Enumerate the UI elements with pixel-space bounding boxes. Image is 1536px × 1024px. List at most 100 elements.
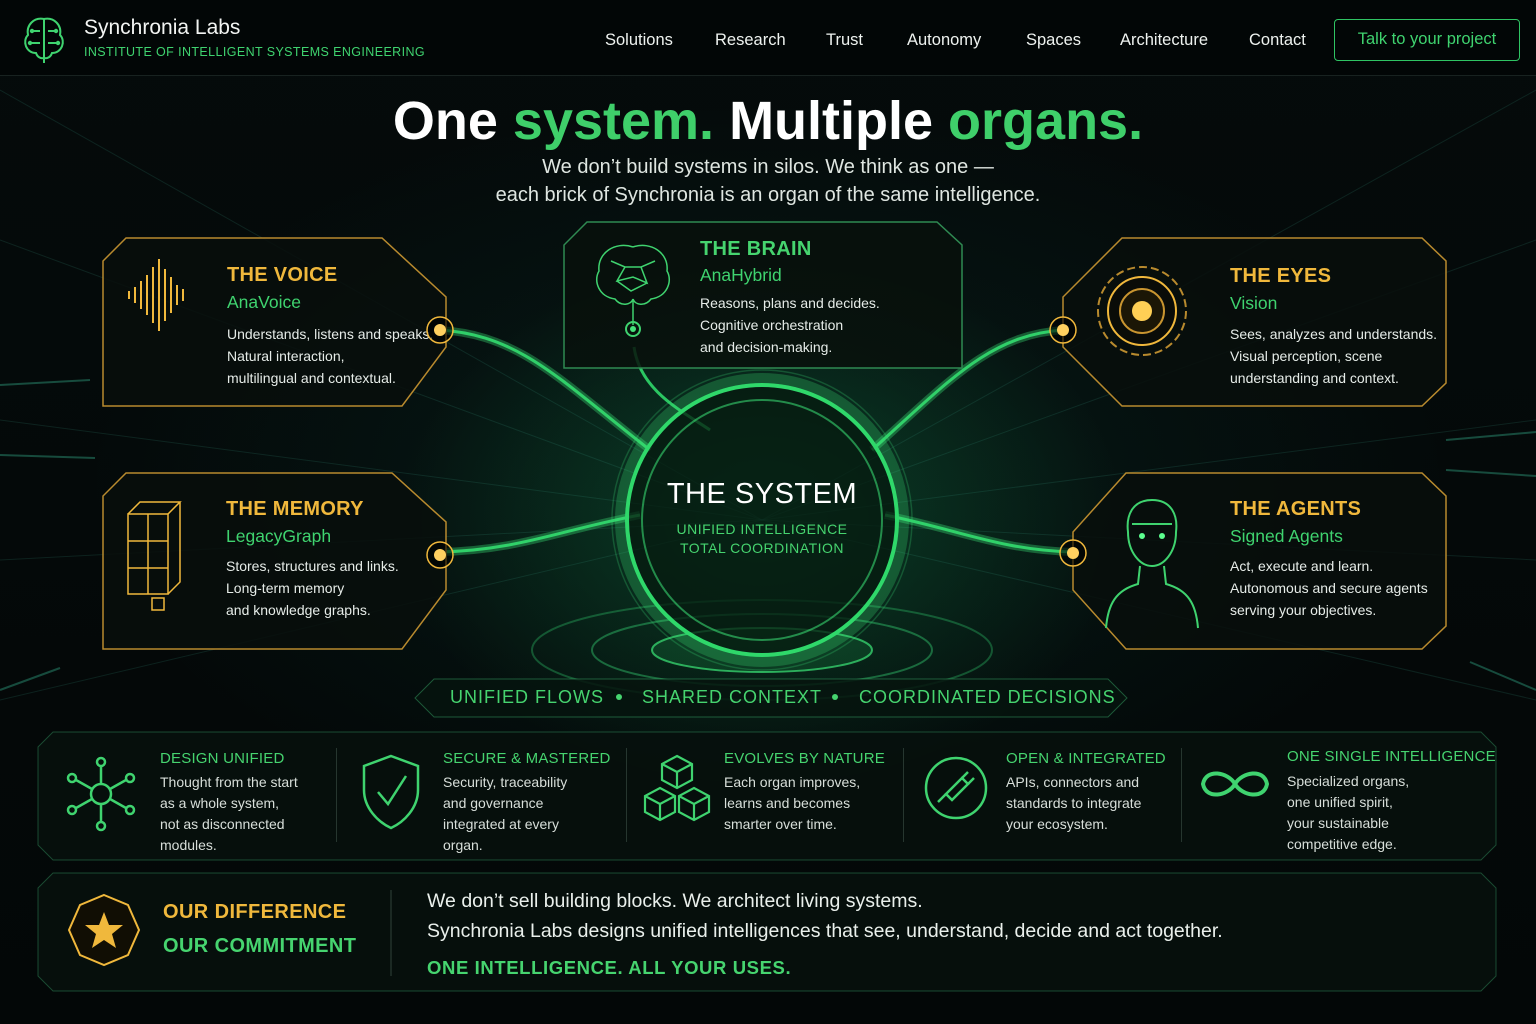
card-product: Signed Agents — [1230, 526, 1343, 546]
soundwave-icon — [128, 259, 184, 331]
card-desc-line: Natural interaction, — [227, 348, 345, 364]
feature-desc-line: not as disconnected — [160, 816, 285, 832]
feature-desc-line: your sustainable — [1287, 815, 1389, 831]
feature-desc: APIs, connectors and standards to integr… — [1006, 772, 1141, 835]
card-frame — [102, 237, 447, 407]
card-desc: Understands, listens and speaks. Natural… — [227, 323, 433, 389]
card-product: AnaHybrid — [700, 265, 782, 285]
talk-to-project-button[interactable]: Talk to your project — [1334, 19, 1520, 61]
nav-autonomy[interactable]: Autonomy — [907, 31, 982, 49]
feature-desc-line: standards to integrate — [1006, 795, 1142, 811]
flow-separator — [616, 694, 622, 700]
nav-trust[interactable]: Trust — [826, 31, 863, 49]
card-frame — [1062, 237, 1447, 407]
commitment-panel — [37, 872, 1497, 992]
card-title: THE VOICE — [227, 264, 338, 286]
feature-desc-line: your ecosystem. — [1006, 816, 1108, 832]
feature-desc-line: integrated at every — [443, 816, 559, 832]
flows-banner-frame — [414, 678, 1128, 718]
feature-desc-line: modules. — [160, 837, 217, 853]
card-desc-line: Long-term memory — [226, 580, 345, 596]
feature-desc-line: and governance — [443, 795, 544, 811]
feature-desc-line: as a whole system, — [160, 795, 280, 811]
nav-spaces[interactable]: Spaces — [1026, 31, 1082, 49]
card-desc-line: Sees, analyzes and understands. — [1230, 326, 1438, 342]
flow-label: COORDINATED DECISIONS — [859, 687, 1116, 707]
feature-title: DESIGN UNIFIED — [160, 750, 285, 767]
hero-title-part: One — [392, 91, 513, 151]
system-core-rings — [531, 369, 993, 701]
feature-title: EVOLVES BY NATURE — [724, 750, 885, 767]
nav-contact[interactable]: Contact — [1249, 31, 1306, 49]
flow-label: SHARED CONTEXT — [642, 687, 823, 707]
card-desc-line: serving your objectives. — [1230, 602, 1377, 618]
feature-desc-line: APIs, connectors and — [1006, 774, 1140, 790]
card-desc-line: Understands, listens and speaks. — [227, 326, 434, 342]
card-desc-line: understanding and context. — [1230, 370, 1399, 386]
card-desc-line: Autonomous and secure agents — [1230, 580, 1428, 596]
hero-title-part: system. — [512, 91, 715, 151]
network-icon — [66, 756, 136, 832]
organ-card-agents[interactable]: THE AGENTS Signed Agents Act, execute an… — [1072, 472, 1447, 650]
infinity-icon — [1200, 771, 1270, 797]
card-desc-line: Reasons, plans and decides. — [700, 295, 880, 311]
system-title: THE SYSTEM — [666, 478, 858, 510]
feature-desc-line: Security, traceability — [443, 774, 568, 790]
feature-desc: Specialized organs, one unified spirit, … — [1287, 771, 1409, 855]
card-desc: Stores, structures and links. Long-term … — [226, 555, 399, 621]
feature-title: OPEN & INTEGRATED — [1006, 750, 1166, 767]
feature-desc-line: Thought from the start — [160, 774, 298, 790]
feature-divider — [1181, 748, 1182, 842]
feature-divider — [626, 748, 627, 842]
commitment-heading-difference: OUR DIFFERENCE — [163, 901, 347, 923]
brand-name[interactable]: Synchronia Labs — [84, 16, 241, 39]
hero-subtitle-line1: We don’t build systems in silos. We thin… — [542, 156, 994, 178]
hero-title-part: organs. — [948, 91, 1144, 151]
card-desc: Reasons, plans and decides. Cognitive or… — [700, 292, 880, 358]
eye-lens-icon — [1097, 266, 1187, 356]
organ-card-brain[interactable]: THE BRAIN AnaHybrid Reasons, plans and d… — [563, 221, 963, 369]
card-desc-line: Act, execute and learn. — [1230, 558, 1374, 574]
card-desc-line: Stores, structures and links. — [226, 558, 399, 574]
system-line2: TOTAL COORDINATION — [679, 540, 845, 556]
site-header: Synchronia Labs INSTITUTE OF INTELLIGENT… — [0, 0, 1536, 76]
system-line1: UNIFIED INTELLIGENCE — [676, 521, 848, 537]
feature-divider — [903, 748, 904, 842]
commitment-line1: We don’t sell building blocks. We archit… — [427, 890, 923, 912]
card-desc-line: Cognitive orchestration — [700, 317, 844, 333]
nav-solutions[interactable]: Solutions — [605, 31, 673, 49]
feature-desc-line: Specialized organs, — [1287, 773, 1410, 789]
feature-desc-line: organ. — [443, 837, 483, 853]
card-title: THE AGENTS — [1230, 498, 1362, 520]
feature-desc: Each organ improves, learns and becomes … — [724, 772, 860, 835]
hero-title: One system. Multiple organs. — [0, 90, 1536, 152]
shield-icon — [362, 754, 420, 830]
feature-desc-line: one unified spirit, — [1287, 794, 1393, 810]
organ-card-eyes[interactable]: THE EYES Vision Sees, analyzes and under… — [1062, 237, 1447, 407]
memory-cube-icon — [127, 501, 182, 611]
organ-card-memory[interactable]: THE MEMORY LegacyGraph Stores, structure… — [102, 472, 447, 650]
plug-icon — [924, 756, 988, 820]
brain-circuit-logo-icon[interactable] — [20, 13, 68, 65]
card-title: THE BRAIN — [700, 238, 812, 260]
feature-desc-line: competitive edge. — [1287, 836, 1397, 852]
card-title: THE MEMORY — [226, 498, 364, 520]
hero-subtitle-line2: each brick of Synchronia is an organ of … — [495, 184, 1041, 206]
nav-research[interactable]: Research — [715, 31, 786, 49]
feature-desc: Thought from the start as a whole system… — [160, 772, 298, 856]
nav-architecture[interactable]: Architecture — [1120, 31, 1209, 49]
feature-desc-line: Each organ improves, — [724, 774, 861, 790]
card-product: Vision — [1230, 293, 1278, 313]
card-desc-line: multilingual and contextual. — [227, 370, 396, 386]
brand-tagline: INSTITUTE OF INTELLIGENT SYSTEMS ENGINEE… — [84, 45, 426, 59]
features-panel — [37, 731, 1497, 861]
commitment-line2: Synchronia Labs designs unified intellig… — [427, 920, 1223, 942]
card-product: AnaVoice — [227, 292, 301, 312]
flow-separator — [832, 694, 838, 700]
card-desc-line: and knowledge graphs. — [226, 602, 371, 618]
feature-title: SECURE & MASTERED — [443, 750, 611, 767]
hero-title-part: Multiple — [714, 91, 949, 151]
feature-desc-line: learns and becomes — [724, 795, 851, 811]
organ-card-voice[interactable]: THE VOICE AnaVoice Understands, listens … — [102, 237, 447, 407]
